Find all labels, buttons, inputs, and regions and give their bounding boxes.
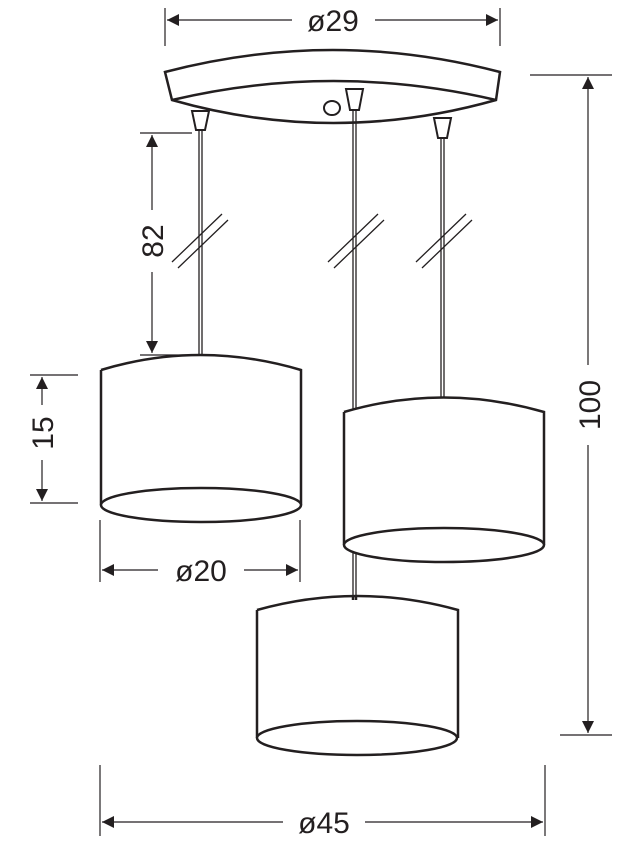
label-shade-diameter: ø20 [175, 555, 227, 588]
label-canopy-diameter: ø29 [307, 5, 359, 38]
shade-bottom [255, 594, 460, 757]
dimension-canopy-diameter: ø29 [164, 5, 501, 46]
dimension-shade-diameter: ø20 [99, 520, 301, 588]
ceiling-canopy [163, 48, 502, 125]
label-total-height: 100 [574, 380, 607, 430]
dimension-total-height: 100 [530, 74, 612, 736]
label-cord-length: 82 [137, 224, 170, 257]
dimension-total-diameter: ø45 [99, 765, 546, 840]
label-shade-height: 15 [27, 416, 60, 449]
break-marks [171, 213, 473, 269]
shade-right [342, 396, 546, 564]
label-total-diameter: ø45 [298, 807, 350, 840]
shade-left [99, 353, 303, 524]
dimension-cord-length: 82 [137, 132, 192, 356]
dimension-shade-height: 15 [27, 374, 78, 504]
cord-connectors [190, 88, 453, 139]
